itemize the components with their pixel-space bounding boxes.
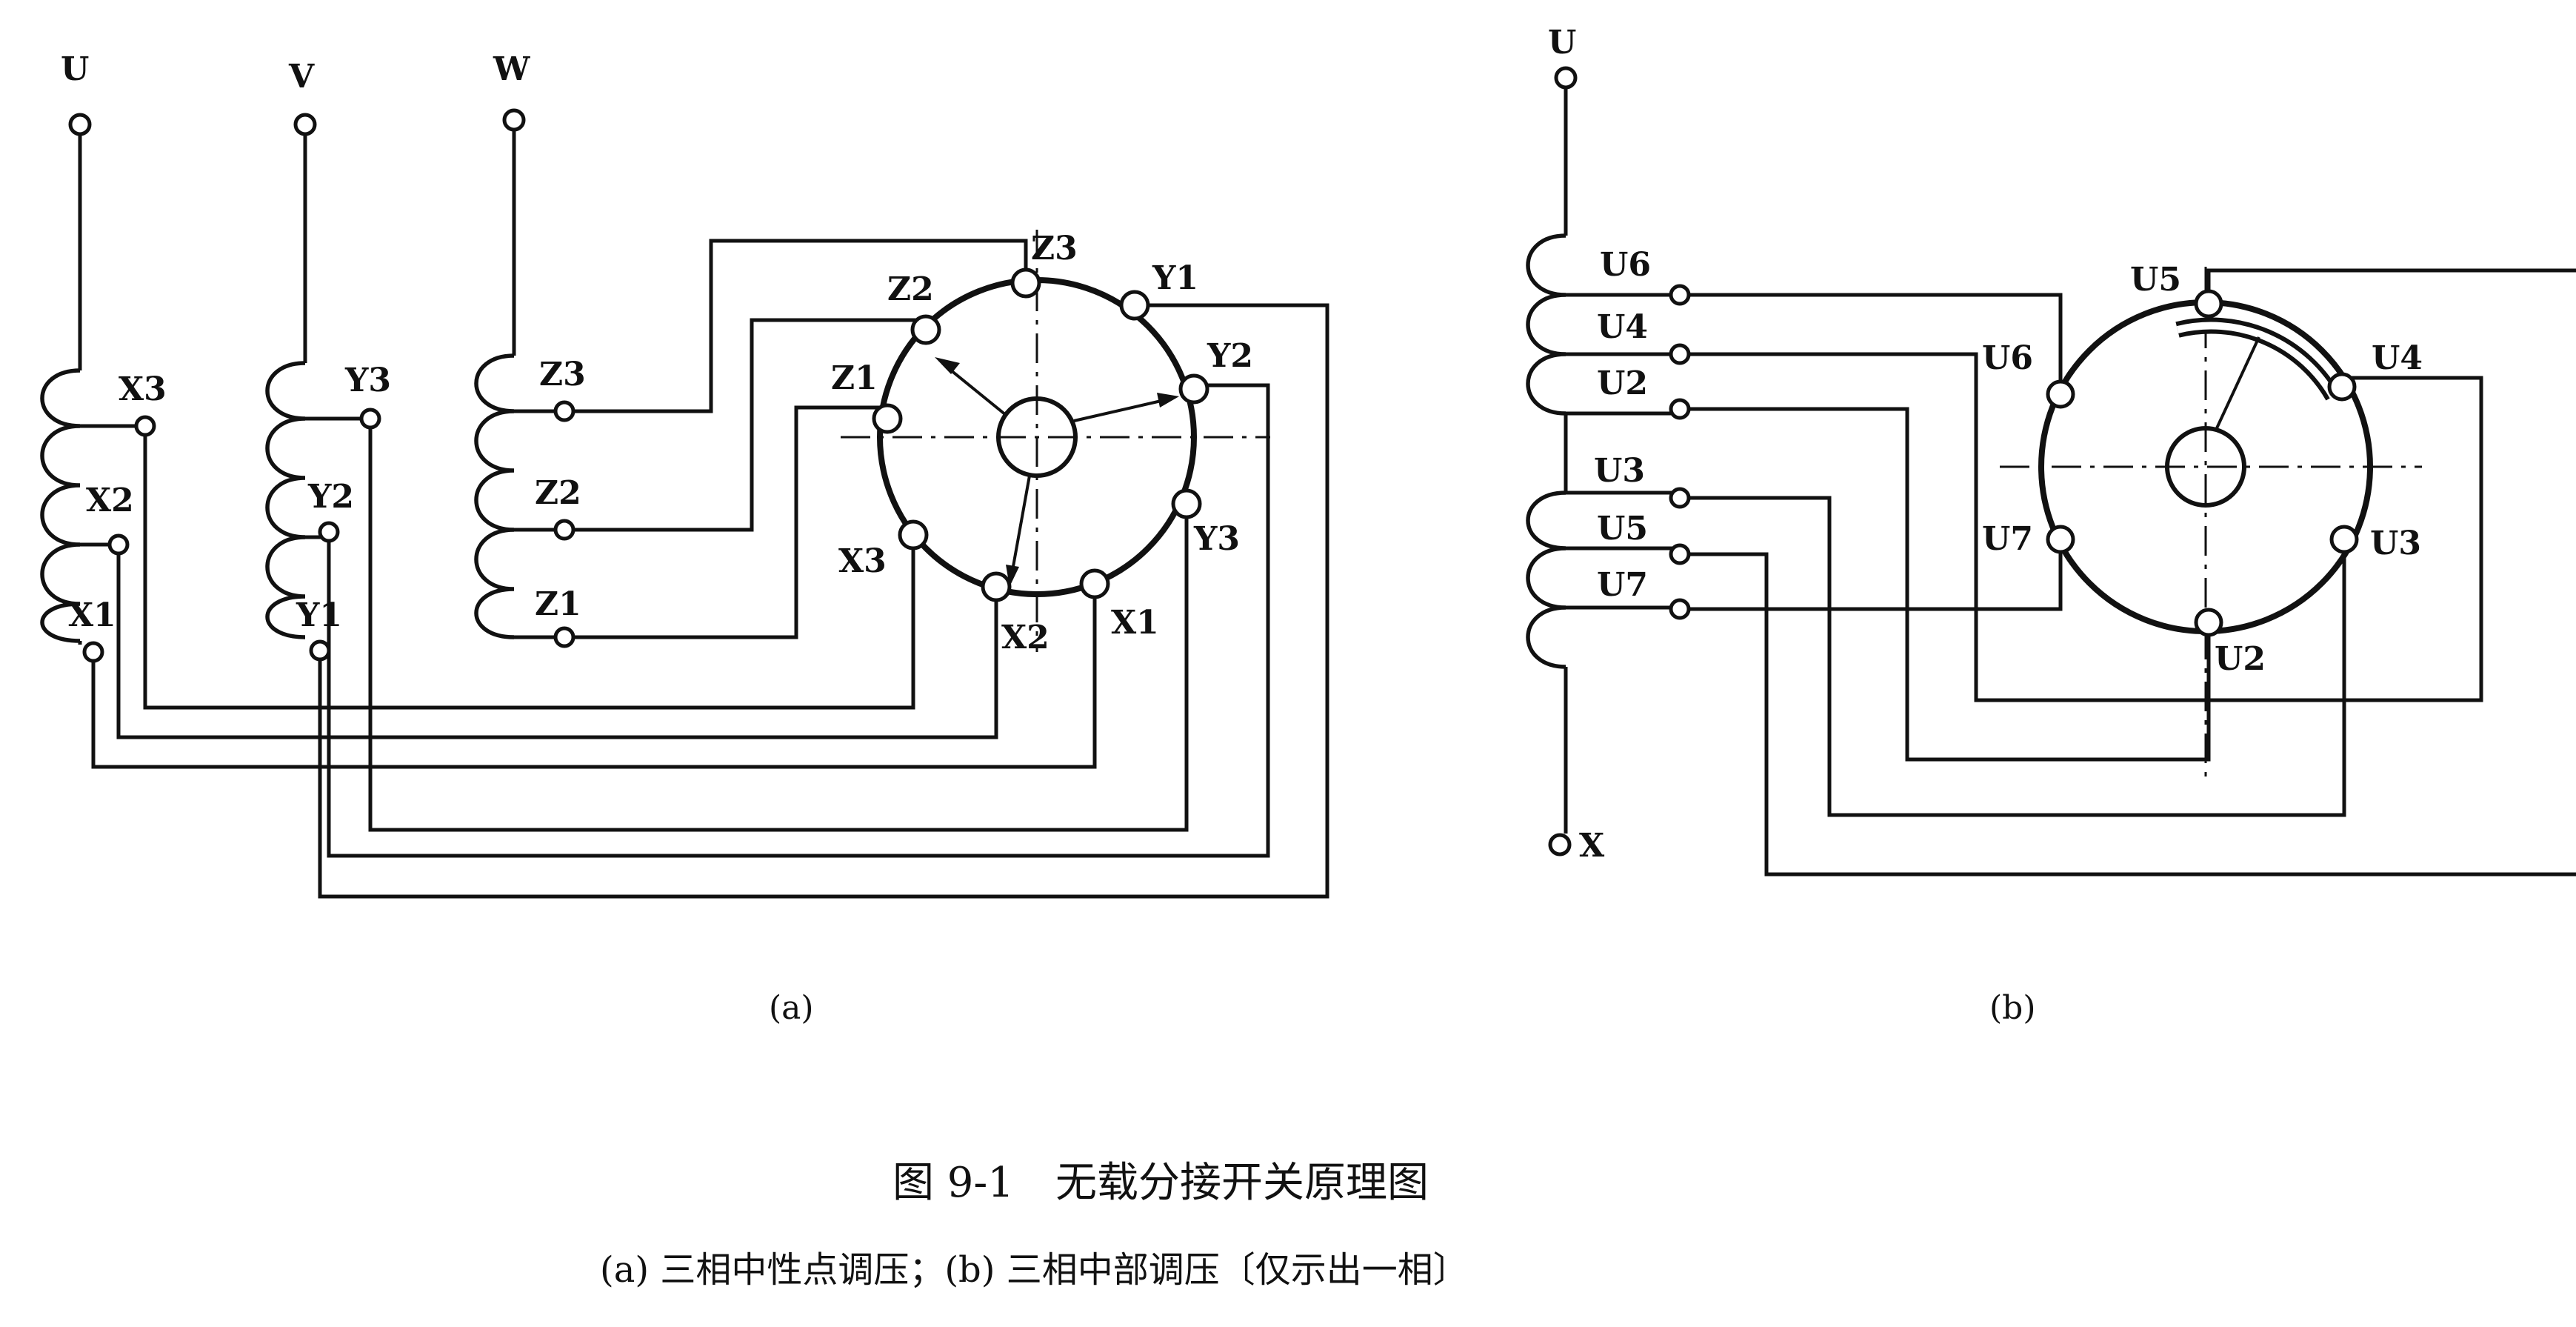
tap-label-X1: X1 — [68, 596, 116, 634]
tap-X1 — [82, 641, 104, 663]
tap-U4 — [1669, 343, 1691, 365]
contact-X2 — [981, 571, 1012, 602]
tap-Y2 — [318, 521, 340, 543]
tap-label-Y1: Y1 — [296, 596, 342, 634]
contact-label-U4: U4 — [2372, 339, 2423, 377]
winding-W: Z3 Z2 Z1 — [474, 108, 586, 648]
tap-label-U5: U5 — [1597, 510, 1648, 548]
tap-label-X3: X3 — [119, 370, 167, 408]
terminal-U — [68, 113, 92, 136]
tap-label-U7: U7 — [1597, 566, 1648, 604]
terminal-U-b — [1554, 66, 1578, 90]
terminal-label-V: V — [288, 58, 315, 96]
tap-switch-a: Z3 Y1 Z2 Y2 Z1 Y3 X3 X1 X2 — [831, 230, 1270, 656]
contact-Z1 — [872, 403, 903, 434]
tap-label-U2: U2 — [1597, 365, 1648, 402]
tap-Z1 — [553, 626, 575, 648]
tap-label-X2: X2 — [86, 482, 134, 519]
terminal-label-U-b: U — [1548, 24, 1576, 61]
contact-U6 — [2046, 379, 2075, 409]
panel-a: U V W X3 X2 X1 Y3 Y2 Y1 — [40, 50, 1329, 1027]
contact-label-X1: X1 — [1111, 604, 1159, 642]
contact-label-U5: U5 — [2130, 261, 2181, 299]
contact-U2 — [2194, 608, 2223, 637]
contact-U4 — [2327, 372, 2357, 402]
figure-subtitle: (a) 三相中性点调压；(b) 三相中部调压〔仅示出一相〕 — [600, 1249, 1469, 1291]
contact-Y2 — [1178, 373, 1209, 405]
contact-label-U3: U3 — [2370, 525, 2421, 562]
contact-label-Z3: Z3 — [1031, 230, 1078, 267]
contact-X1 — [1079, 568, 1110, 599]
tap-U2 — [1669, 398, 1691, 420]
terminal-label-W: W — [493, 50, 530, 88]
contact-label-U2: U2 — [2215, 640, 2266, 678]
switch-a-wiring — [91, 239, 1329, 899]
tap-X2 — [107, 533, 130, 556]
tap-label-Z1: Z1 — [535, 585, 581, 623]
contact-label-Z2: Z2 — [887, 270, 934, 308]
tap-U5 — [1669, 543, 1691, 565]
contact-Y1 — [1119, 290, 1150, 321]
tap-label-U4: U4 — [1597, 308, 1648, 346]
contact-label-Y3: Y3 — [1193, 520, 1240, 558]
switch-b-wiring — [1689, 268, 2576, 877]
caption-a: (a) — [769, 989, 814, 1027]
contact-Z3 — [1010, 267, 1041, 299]
tap-X3 — [134, 415, 156, 437]
terminal-label-U: U — [61, 50, 89, 88]
contact-X3 — [898, 519, 929, 551]
tap-label-Z3: Z3 — [539, 356, 586, 393]
terminal-label-X-b: X — [1579, 827, 1605, 865]
winding-b: X U6 U4 U2 U3 U5 U7 — [1526, 87, 1691, 865]
tap-Z2 — [553, 519, 575, 541]
contact-U7 — [2046, 525, 2075, 554]
tap-label-Y2: Y2 — [307, 478, 354, 516]
contact-U5 — [2194, 289, 2223, 319]
winding-V: Y3 Y2 Y1 — [265, 113, 391, 662]
tap-Z3 — [553, 400, 575, 422]
tap-Y1 — [309, 639, 331, 662]
tap-label-Z2: Z2 — [535, 474, 581, 512]
panel-b: U X U6 U4 U2 U3 U5 U7 — [1526, 24, 2576, 1027]
tap-U3 — [1669, 487, 1691, 509]
contact-Y3 — [1171, 488, 1202, 519]
contact-label-Z1: Z1 — [831, 359, 878, 397]
contact-label-Y2: Y2 — [1207, 337, 1253, 375]
terminal-W — [502, 108, 526, 132]
caption-b: (b) — [1989, 989, 2036, 1027]
contact-Z2 — [910, 314, 941, 345]
contact-label-X2: X2 — [1001, 619, 1050, 656]
tap-label-Y3: Y3 — [344, 362, 391, 399]
terminal-X-b — [1548, 833, 1572, 857]
tap-switch-b: U5 U6 U4 U7 U3 U2 — [1982, 261, 2423, 785]
tap-U6 — [1669, 284, 1691, 306]
contact-label-Y1: Y1 — [1152, 259, 1198, 297]
figure-title: 图 9-1 无载分接开关原理图 — [892, 1159, 1429, 1207]
contact-label-U7: U7 — [1982, 520, 2033, 558]
contact-U3 — [2329, 525, 2359, 554]
tap-label-U3: U3 — [1594, 452, 1645, 490]
terminal-V — [293, 113, 317, 136]
tap-label-U6: U6 — [1600, 246, 1651, 284]
tap-U7 — [1669, 598, 1691, 620]
contact-label-U6: U6 — [1982, 339, 2033, 377]
contact-label-X3: X3 — [838, 542, 887, 580]
winding-U: X3 X2 X1 — [40, 113, 167, 663]
tap-Y3 — [359, 408, 381, 430]
